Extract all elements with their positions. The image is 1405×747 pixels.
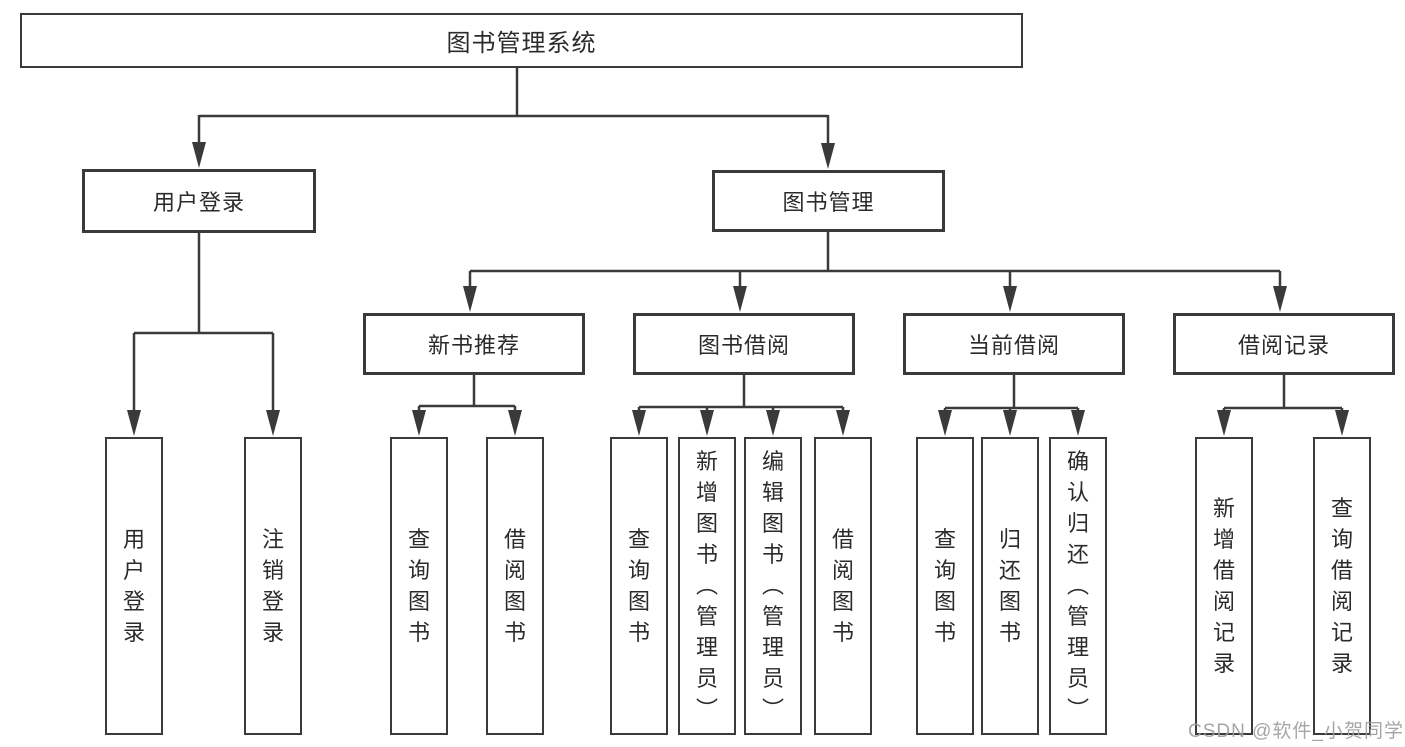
leaf-add-book-admin: 新增图书︵管理员︶ xyxy=(678,437,736,735)
node-library-system: 图书管理系统 xyxy=(20,13,1023,68)
arrow-down-icon xyxy=(1335,410,1349,436)
node-current-borrowing: 当前借阅 xyxy=(903,313,1125,375)
arrow-down-icon xyxy=(700,410,714,436)
arrow-down-icon xyxy=(1071,410,1085,436)
leaf-query-books-recommend: 查询图书 xyxy=(390,437,448,735)
node-user-login: 用户登录 xyxy=(82,169,316,233)
node-book-management: 图书管理 xyxy=(712,170,945,232)
arrow-down-icon xyxy=(1003,410,1017,436)
node-book-borrowing: 图书借阅 xyxy=(633,313,855,375)
arrow-down-icon xyxy=(508,410,522,436)
leaf-edit-book-admin: 编辑图书︵管理员︶ xyxy=(744,437,802,735)
arrow-down-icon xyxy=(836,410,850,436)
leaf-query-books-borrow: 查询图书 xyxy=(610,437,668,735)
leaf-add-borrow-record: 新增借阅记录 xyxy=(1195,437,1253,735)
arrow-down-icon xyxy=(821,143,835,169)
leaf-borrow-books: 借阅图书 xyxy=(814,437,872,735)
leaf-query-books-current: 查询图书 xyxy=(916,437,974,735)
arrow-down-icon xyxy=(632,410,646,436)
arrow-down-icon xyxy=(1003,286,1017,312)
arrow-down-icon xyxy=(1217,410,1231,436)
csdn-watermark: CSDN @软件_小贺同学 xyxy=(1188,721,1404,742)
arrow-down-icon xyxy=(412,410,426,436)
leaf-confirm-return-admin: 确认归还︵管理员︶ xyxy=(1049,437,1107,735)
arrow-heads xyxy=(127,142,1349,436)
leaf-return-book: 归还图书 xyxy=(981,437,1039,735)
leaf-logout: 注销登录 xyxy=(244,437,302,735)
arrow-down-icon xyxy=(127,410,141,436)
arrow-down-icon xyxy=(192,142,206,168)
node-new-book-recommend: 新书推荐 xyxy=(363,313,585,375)
leaf-user-login: 用户登录 xyxy=(105,437,163,735)
arrow-down-icon xyxy=(1273,286,1287,312)
node-borrow-records: 借阅记录 xyxy=(1173,313,1395,375)
arrow-down-icon xyxy=(766,410,780,436)
arrow-down-icon xyxy=(733,286,747,312)
leaf-query-borrow-record: 查询借阅记录 xyxy=(1313,437,1371,735)
leaf-borrow-books-recommend: 借阅图书 xyxy=(486,437,544,735)
arrow-down-icon xyxy=(938,410,952,436)
arrow-down-icon xyxy=(463,286,477,312)
arrow-down-icon xyxy=(266,410,280,436)
